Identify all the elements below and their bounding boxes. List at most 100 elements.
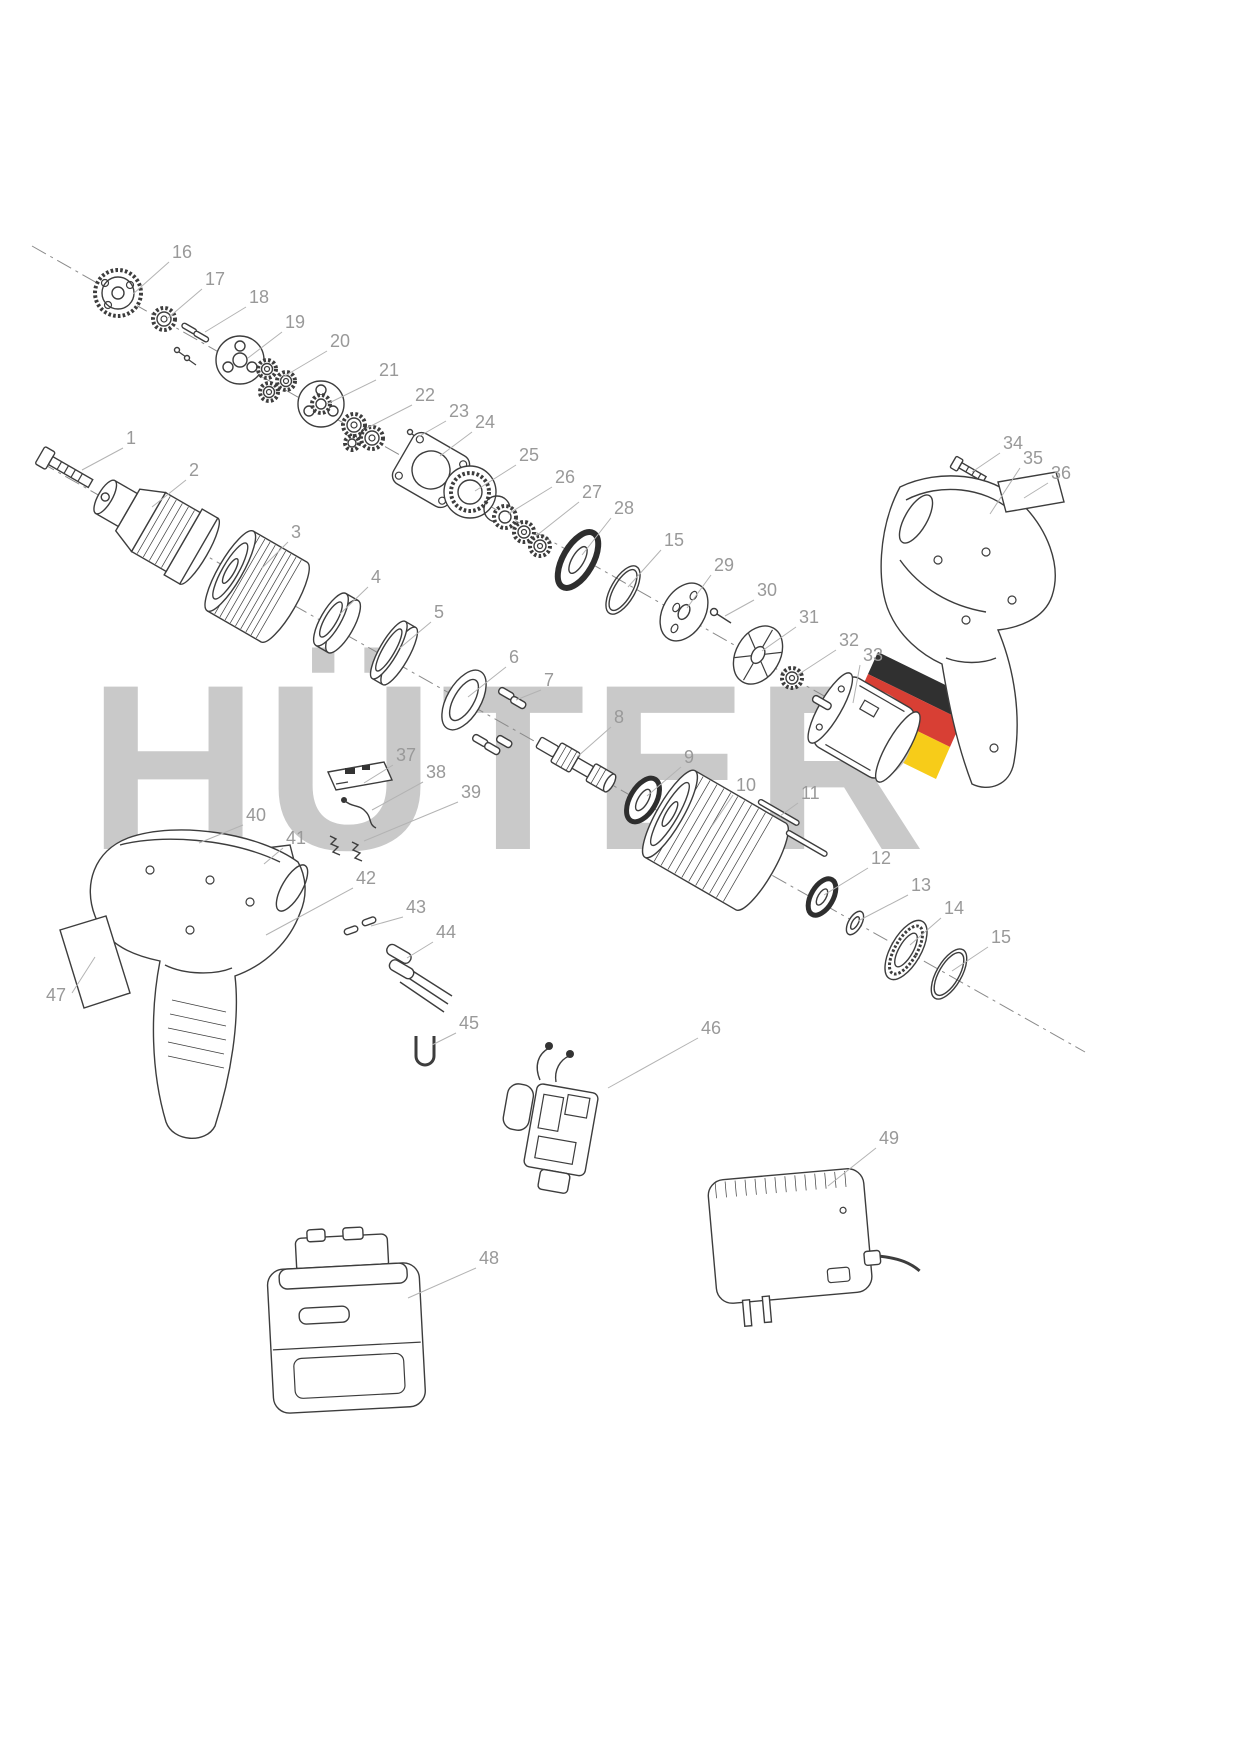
leader-line-35	[989, 467, 1021, 515]
part-12-bearing	[805, 876, 839, 918]
part-number-9: 9	[684, 747, 694, 767]
part-number-18: 18	[249, 287, 269, 307]
leader-line-40	[198, 824, 244, 844]
part-26-gear-washer	[483, 495, 518, 530]
part-number-22: 22	[415, 385, 435, 405]
leader-line-47	[71, 956, 96, 994]
part-number-7: 7	[544, 670, 554, 690]
part-43-pins	[343, 916, 377, 936]
leader-line-15	[627, 549, 662, 588]
part-10-gearbox-housing	[641, 769, 790, 911]
flag-stripe-black	[868, 652, 972, 720]
part-number-30: 30	[757, 580, 777, 600]
part-number-49: 49	[879, 1128, 899, 1148]
part-number-33: 33	[863, 645, 883, 665]
part-number-17: 17	[205, 269, 225, 289]
part-49-charger	[707, 1168, 921, 1328]
part-15-o-ring-front	[605, 565, 641, 615]
part-number-32: 32	[839, 630, 859, 650]
part-5-ring	[369, 620, 419, 686]
part-number-37: 37	[396, 745, 416, 765]
part-18-pins	[173, 322, 210, 366]
leader-line-41	[263, 847, 284, 865]
part-number-31: 31	[799, 607, 819, 627]
part-number-42: 42	[356, 868, 376, 888]
part-32-pinion-gear	[780, 666, 804, 690]
part-number-29: 29	[714, 555, 734, 575]
part-number-27: 27	[582, 482, 602, 502]
leader-line-11	[779, 802, 799, 817]
leader-line-42	[265, 887, 354, 936]
leader-line-37	[363, 764, 394, 784]
part-number-24: 24	[475, 412, 495, 432]
part-4-ring	[312, 592, 362, 654]
part-number-6: 6	[509, 647, 519, 667]
leader-line-32	[795, 649, 837, 677]
part-3-torque-ring	[204, 530, 310, 643]
leader-line-6	[467, 666, 507, 698]
part-number-12: 12	[871, 848, 891, 868]
leader-line-29	[686, 574, 712, 609]
leader-line-25	[474, 464, 517, 492]
leader-line-36	[1023, 482, 1049, 499]
part-number-25: 25	[519, 445, 539, 465]
part-21-carrier-gear	[297, 380, 345, 428]
part-29-clutch-plate	[659, 582, 709, 642]
part-number-48: 48	[479, 1248, 499, 1268]
part-number-21: 21	[379, 360, 399, 380]
part-number-46: 46	[701, 1018, 721, 1038]
part-45-u-clip	[414, 1036, 436, 1067]
part-number-28: 28	[614, 498, 634, 518]
part-number-15: 15	[664, 530, 684, 550]
leader-line-46	[607, 1037, 699, 1089]
part-number-44: 44	[436, 922, 456, 942]
leader-line-49	[827, 1147, 877, 1187]
part-16-cam-plate	[93, 268, 143, 318]
part-9-bearing	[624, 775, 662, 825]
part-15-o-ring-rear	[930, 948, 968, 1000]
part-27-planet-gears	[512, 520, 552, 558]
leader-line-20	[282, 350, 328, 378]
part-number-34: 34	[1003, 433, 1023, 453]
part-48-battery-pack	[266, 1226, 426, 1414]
part-number-23: 23	[449, 401, 469, 421]
part-22-gears	[341, 412, 385, 452]
leader-line-43	[370, 916, 404, 927]
part-number-13: 13	[911, 875, 931, 895]
part-13-washer	[845, 910, 865, 936]
part-number-8: 8	[614, 707, 624, 727]
part-number-20: 20	[330, 331, 350, 351]
leader-line-30	[724, 599, 755, 617]
leader-line-23	[417, 420, 447, 438]
part-25-ring-gear	[443, 465, 497, 519]
part-number-43: 43	[406, 897, 426, 917]
part-31-fan	[732, 625, 784, 685]
part-number-5: 5	[434, 602, 444, 622]
leader-line-4	[339, 586, 369, 615]
part-number-3: 3	[291, 522, 301, 542]
leader-line-22	[366, 404, 413, 429]
leader-line-27	[535, 501, 580, 537]
leader-line-48	[407, 1267, 477, 1299]
part-38-wire	[341, 797, 377, 829]
part-46-trigger-switch	[502, 1042, 599, 1194]
leader-line-12	[823, 867, 869, 896]
leader-line-3	[261, 541, 289, 569]
part-number-35: 35	[1023, 448, 1043, 468]
part-44-terminal-block	[386, 943, 453, 1013]
leader-line-19	[247, 331, 283, 359]
part-28-bearing-ring	[554, 529, 602, 591]
part-number-1: 1	[126, 428, 136, 448]
leader-line-13	[857, 894, 909, 922]
part-number-40: 40	[246, 805, 266, 825]
part-number-41: 41	[286, 828, 306, 848]
part-30-screw	[709, 607, 732, 624]
leader-line-33	[852, 664, 861, 704]
part-8-spindle-shaft	[535, 736, 617, 793]
leader-line-26	[507, 486, 553, 515]
leader-line-34	[971, 452, 1001, 473]
leader-line-24	[439, 431, 473, 457]
part-number-11: 11	[801, 783, 820, 803]
part-number-47: 47	[46, 985, 66, 1005]
